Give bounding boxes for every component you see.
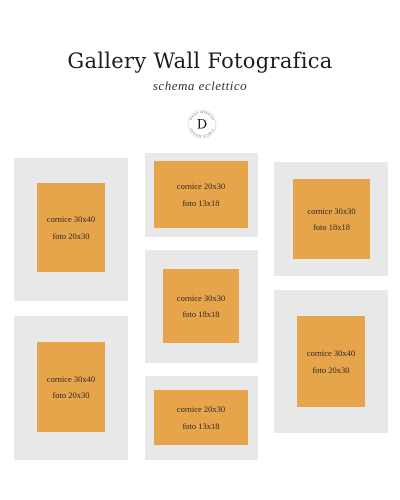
photo-size-label: foto 18x18 <box>312 222 351 232</box>
frame-size-label: cornice 30x30 <box>307 205 356 216</box>
logo-letter: D <box>197 118 207 133</box>
frame-size-label: cornice 30x40 <box>46 214 96 225</box>
photo-size-label: foto 18x18 <box>182 309 220 319</box>
photo-right-top: cornice 30x30 foto 18x18 <box>293 179 370 259</box>
frame-size-label: cornice 20x30 <box>176 404 226 415</box>
photo-center-middle: cornice 30x30 foto 18x18 <box>163 269 239 343</box>
page-title: Gallery Wall Fotografica <box>67 49 333 73</box>
photo-left-bottom: cornice 30x40 foto 20x30 <box>37 342 105 432</box>
photo-center-bottom: cornice 20x30 foto 13x18 <box>154 390 248 445</box>
photo-right-bottom: cornice 30x40 foto 20x30 <box>297 316 365 407</box>
frame-size-label: cornice 20x30 <box>176 181 226 192</box>
photo-size-label: foto 20x30 <box>52 230 90 241</box>
photo-size-label: foto 20x30 <box>52 390 90 400</box>
photo-size-label: foto 13x18 <box>182 197 220 208</box>
photo-size-label: foto 13x18 <box>182 420 220 431</box>
photo-size-label: foto 20x30 <box>312 364 350 375</box>
page-subtitle: schema eclettico <box>152 78 248 93</box>
frame-size-label: cornice 30x30 <box>176 292 226 303</box>
frame-size-label: cornice 30x40 <box>46 373 96 384</box>
frame-size-label: cornice 30x40 <box>306 348 356 359</box>
photo-center-top: cornice 20x30 foto 13x18 <box>154 161 248 228</box>
brand-logo: DIEGO INTERIOR DESIGN STUDIO D <box>187 109 217 139</box>
photo-left-top: cornice 30x40 foto 20x30 <box>37 183 105 272</box>
